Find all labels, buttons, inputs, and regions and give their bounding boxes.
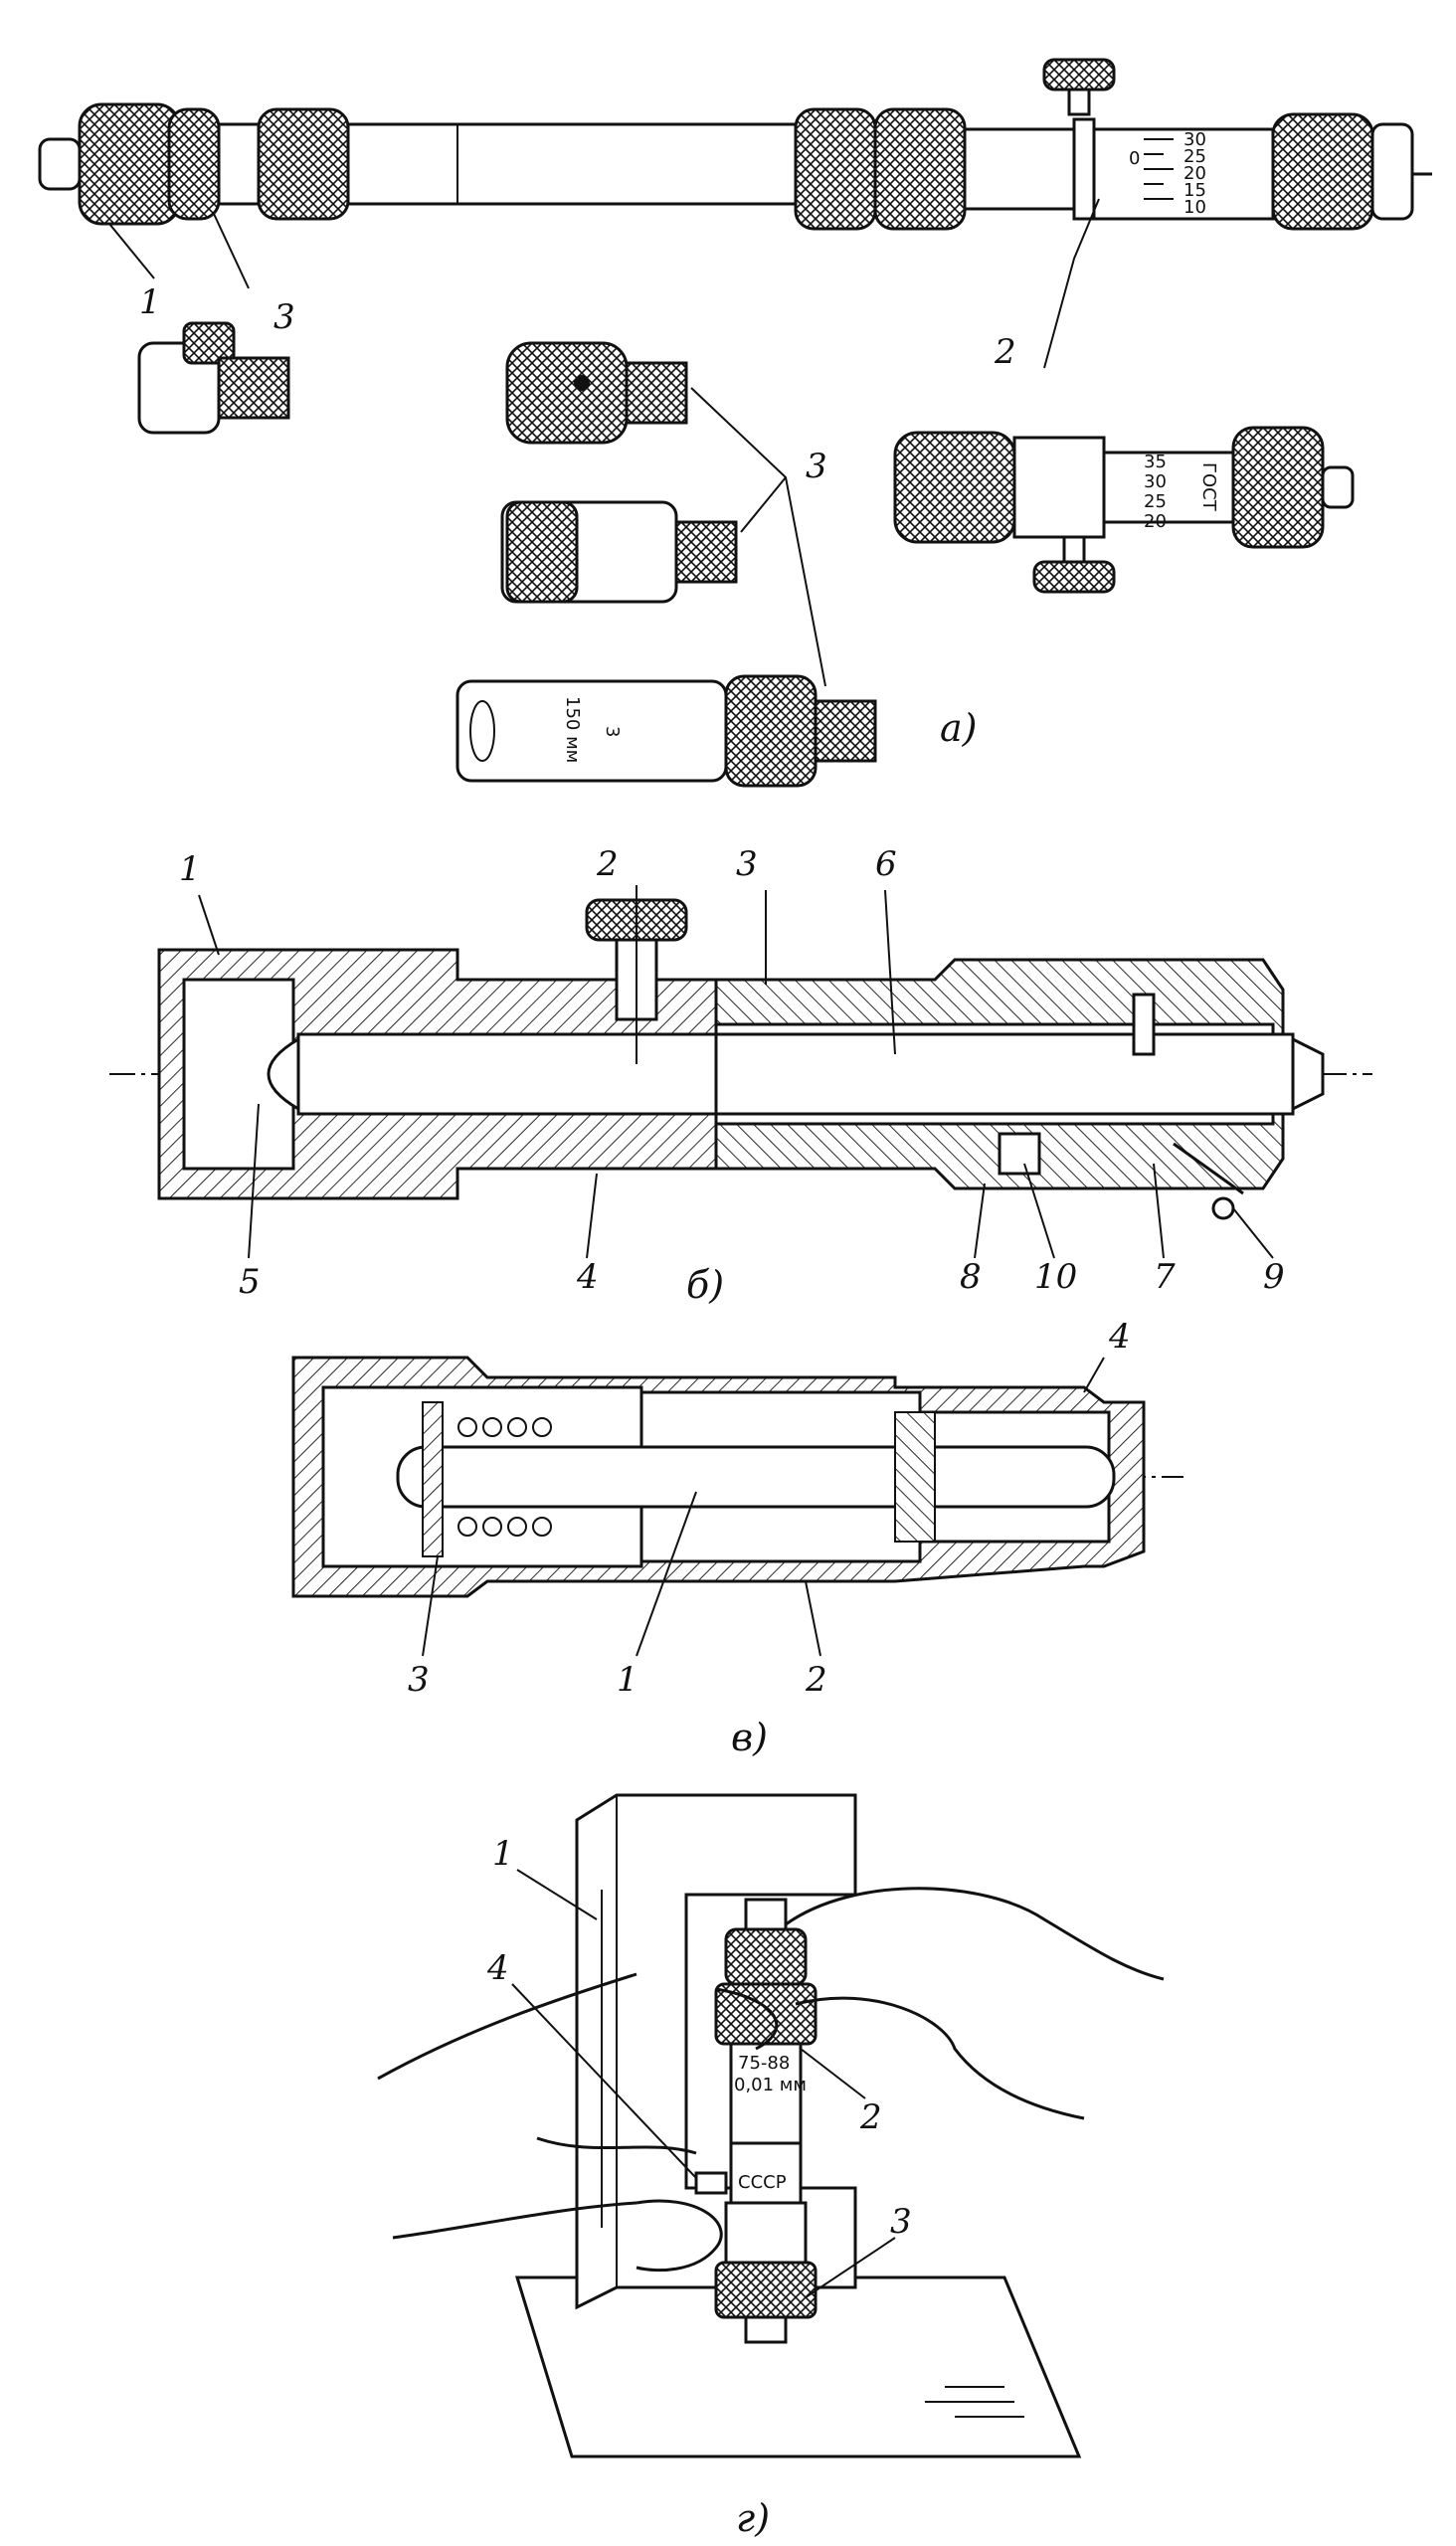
extension-long: 3 150 мм: [455, 674, 877, 788]
label-b-4: 4: [576, 1257, 599, 1297]
label-a-2: 2: [994, 332, 1016, 372]
small-scale-25: 25: [1144, 491, 1167, 512]
label-g-1: 1: [492, 1834, 514, 1874]
panel-a: 30 25 20 15 10 0 1 3 2: [38, 58, 1432, 788]
scale-10: 10: [1183, 197, 1206, 218]
panel-b: 1 2 3 6 5 4 8 10 7 9 б): [109, 844, 1372, 1307]
label-b-9: 9: [1263, 1257, 1285, 1297]
micrometer-head: 35 30 25 20 ГОСТ: [893, 426, 1355, 594]
origin-text: СССР: [738, 2172, 787, 2193]
label-v-1: 1: [617, 1660, 638, 1700]
label-b-7: 7: [1154, 1257, 1176, 1297]
label-v-4: 4: [1108, 1317, 1131, 1357]
label-a-3b: 3: [806, 447, 827, 486]
extension-medium: [500, 500, 738, 604]
small-scale-35: 35: [1144, 452, 1167, 472]
range-text: 75-88: [738, 2053, 790, 2074]
label-b-5: 5: [239, 1262, 261, 1302]
extension-short: [505, 341, 688, 445]
panel-v: 4 3 1 2 в): [291, 1317, 1183, 1759]
label-a-3: 3: [273, 297, 295, 337]
caption-b: б): [686, 1263, 724, 1307]
label-g-3: 3: [890, 2202, 912, 2242]
assembled-micrometer: 30 25 20 15 10 0: [38, 58, 1432, 231]
tip-1: [137, 321, 290, 435]
label-b-6: 6: [875, 844, 897, 884]
caption-v: в): [731, 1716, 768, 1759]
scale-20: 20: [1183, 163, 1206, 184]
small-scale-30: 30: [1144, 471, 1167, 492]
label-v-2: 2: [805, 1660, 827, 1700]
spring: [457, 1417, 552, 1537]
label-b-1: 1: [179, 849, 201, 889]
scale-25: 25: [1183, 146, 1206, 167]
label-g-4: 4: [486, 1948, 509, 1988]
gauge-micrometer: 75-88 0,01 мм СССР: [694, 1898, 818, 2344]
small-head-text: ГОСТ: [1198, 462, 1219, 512]
head-scale: 30 25 20 15 10 0: [1129, 129, 1206, 218]
scale-0: 0: [1129, 148, 1140, 169]
label-b-3: 3: [736, 844, 758, 884]
label-b-2: 2: [596, 844, 619, 884]
small-scale-20: 20: [1144, 511, 1167, 532]
label-v-3: 3: [408, 1660, 430, 1700]
label-a-1: 1: [139, 282, 161, 322]
extension-length: 150 мм: [562, 696, 583, 763]
division-text: 0,01 мм: [734, 2075, 807, 2095]
label-b-10: 10: [1034, 1257, 1077, 1297]
scale-15: 15: [1183, 180, 1206, 201]
scale-30: 30: [1183, 129, 1206, 150]
caption-a: а): [940, 706, 977, 750]
panel-g: 75-88 0,01 мм СССР 1 4 2 3 г): [377, 1793, 1165, 2540]
extension-digit: 3: [602, 726, 623, 737]
label-b-8: 8: [960, 1257, 982, 1297]
caption-g: г): [736, 2496, 770, 2540]
label-g-2: 2: [859, 2097, 882, 2137]
